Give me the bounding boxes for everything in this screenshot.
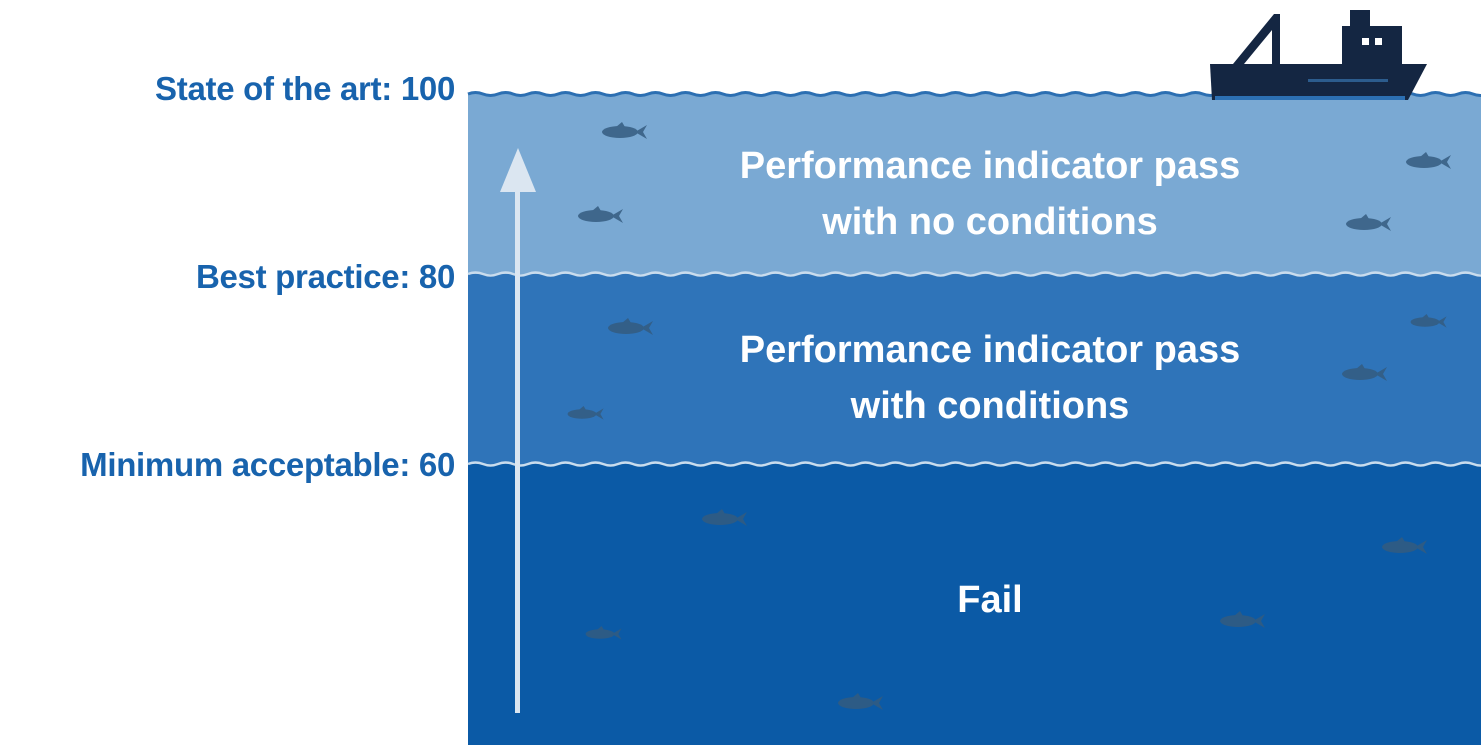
wave-line-mid [467,271,1481,277]
zone-middle-caption: Performance indicator pass with conditio… [690,322,1290,434]
zone-top [468,94,1481,276]
arrow-up-icon [500,148,536,713]
zone-bottom [468,464,1481,745]
zone-bottom-caption: Fail [690,572,1290,628]
zone-middle [468,274,1481,466]
zone-middle-line1: Performance indicator pass [739,329,1241,371]
level-label-minimum-acceptable: Minimum acceptable: 60 [80,446,455,483]
level-label-best-practice: Best practice: 80 [195,258,455,295]
zone-bottom-line1: Fail [957,579,1023,621]
zone-top-line1: Performance indicator pass [739,145,1241,187]
zone-middle-line2: with conditions [850,385,1130,427]
boat-icon [1210,10,1427,100]
wave-line-low [467,461,1481,467]
zone-top-caption: Performance indicator pass with no condi… [690,138,1290,250]
level-label-state-of-the-art: State of the art: 100 [155,70,455,107]
zone-top-line2: with no conditions [822,201,1158,243]
